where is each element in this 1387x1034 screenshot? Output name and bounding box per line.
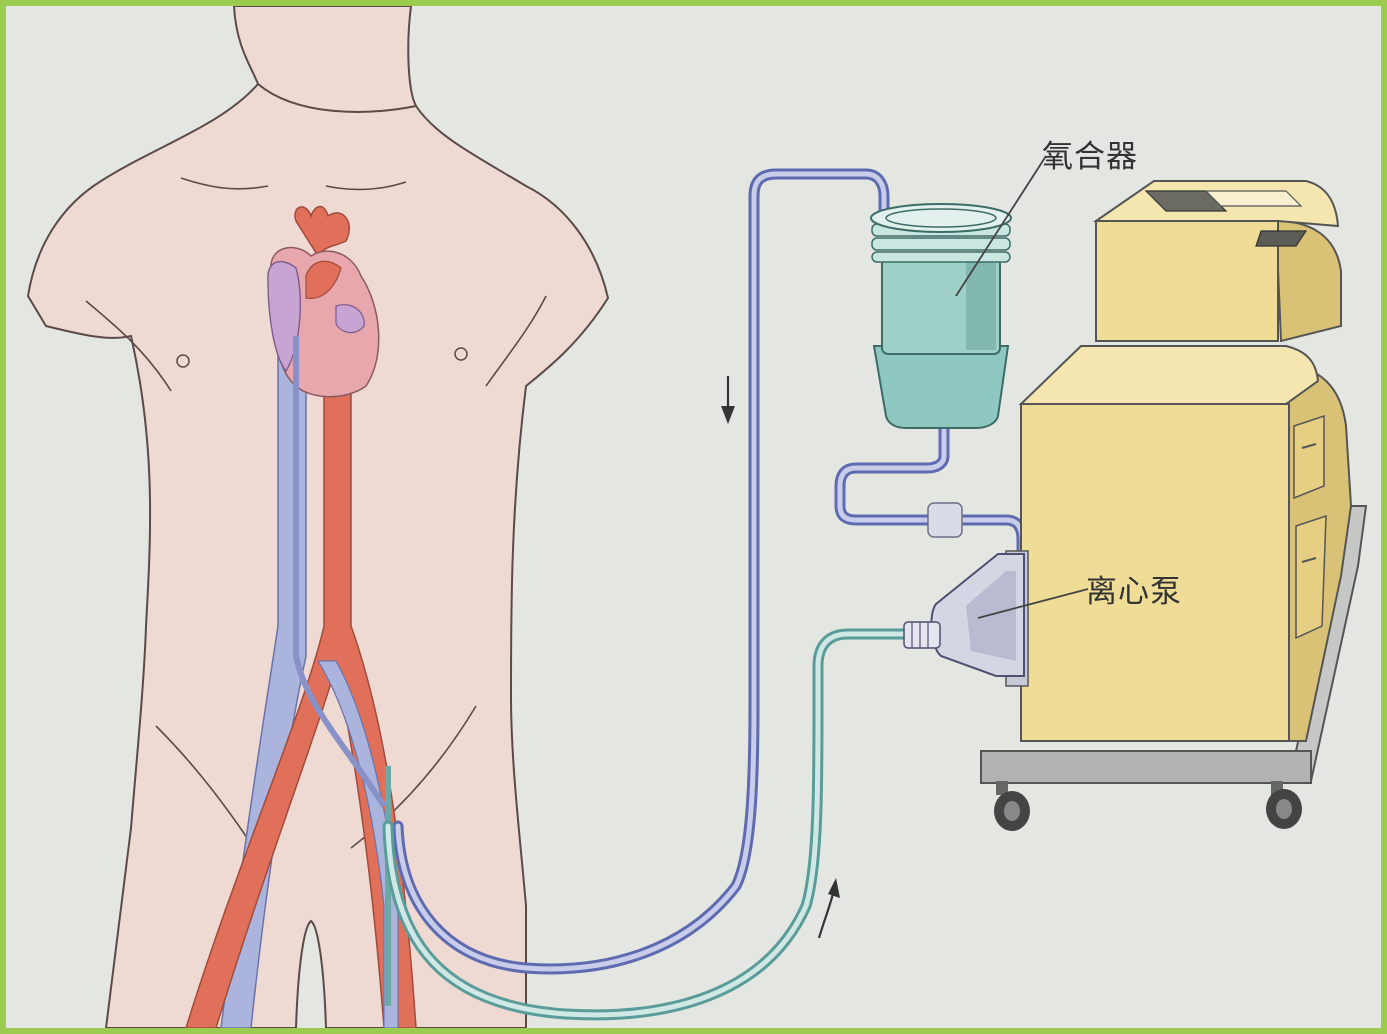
cart-wheel-left	[994, 781, 1030, 831]
oxygenator-rib-3	[872, 252, 1010, 262]
upper-unit-front	[1096, 221, 1278, 341]
oxygenator-to-pump-tube-highlight	[840, 426, 1022, 561]
cart-wheel-right	[1266, 781, 1302, 829]
pump-inlet	[904, 622, 940, 648]
ecmo-console	[981, 181, 1366, 831]
oxygenator-base	[874, 346, 1008, 428]
torso-outline	[28, 6, 608, 1028]
arrow-down-icon	[721, 376, 735, 424]
oxygenator-top	[871, 204, 1011, 232]
oxygenator-label: 氧合器	[1042, 131, 1138, 176]
centrifugal-pump-label: 离心泵	[1086, 566, 1182, 611]
arrow-up-icon	[819, 878, 840, 938]
drawer-2	[1296, 516, 1326, 638]
ecmo-diagram	[6, 6, 1381, 1028]
cart-front	[981, 751, 1311, 783]
human-torso	[28, 6, 608, 1028]
oxygenator	[871, 204, 1011, 428]
oxygenator-to-pump-tube	[840, 426, 1022, 561]
upper-unit-panel-2	[1206, 191, 1301, 206]
centrifugal-pump	[904, 551, 1028, 686]
illustration-frame: 氧合器 离心泵	[6, 6, 1381, 1028]
tube-connector	[928, 503, 962, 537]
drawer-1	[1294, 416, 1324, 498]
lower-unit-top	[1021, 346, 1318, 404]
